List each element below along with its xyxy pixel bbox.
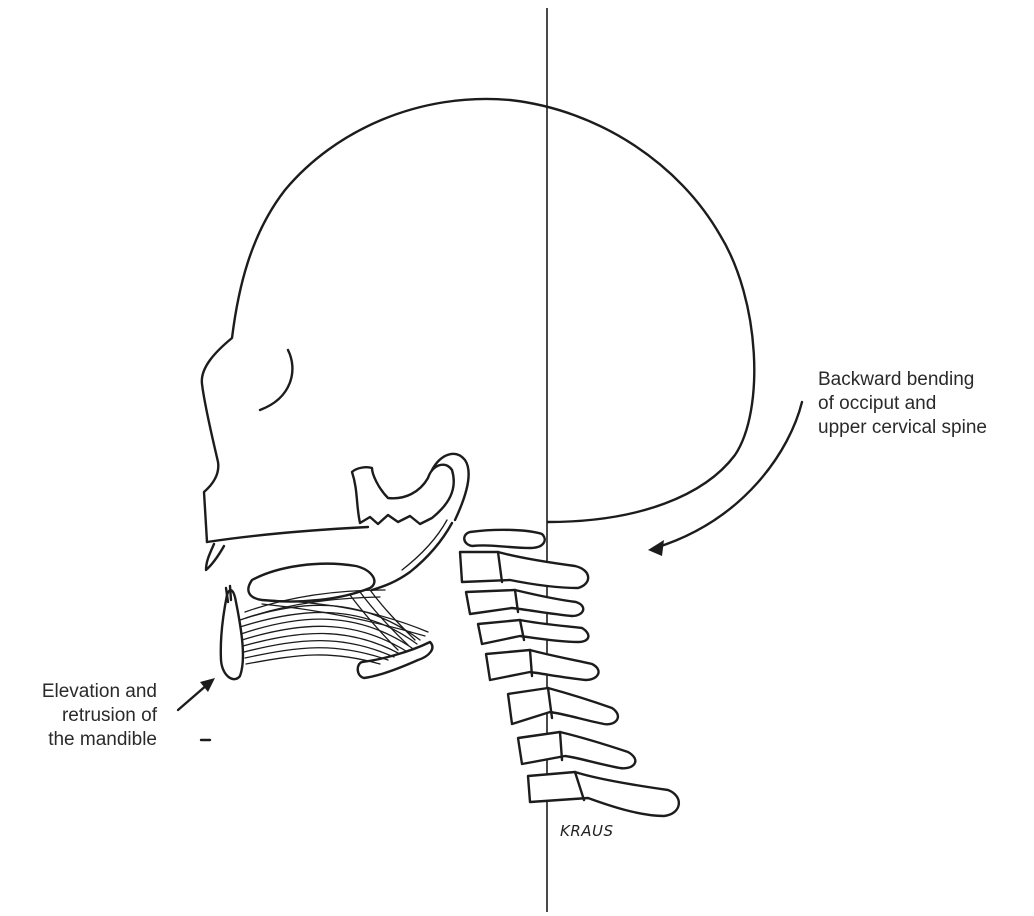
- mandible-symphysis: [221, 590, 243, 679]
- mandible-arrow: [178, 684, 208, 710]
- styloid-process: [372, 523, 452, 590]
- backward-bending-arrowhead: [648, 540, 664, 556]
- artist-signature: KRAUS: [560, 822, 614, 840]
- backward-bending-line-3: upper cervical spine: [818, 416, 987, 440]
- upper-tooth: [206, 544, 224, 570]
- vertebra-c4: [478, 620, 588, 644]
- facial-outline: [207, 527, 368, 542]
- mastoid-process: [432, 454, 469, 520]
- vertebra-c3: [466, 590, 583, 616]
- zygomatic-arch: [352, 465, 454, 524]
- backward-bending-arrow: [655, 402, 802, 548]
- cervical-spine: [460, 530, 679, 816]
- mandible-elevation-label: Elevation and retrusion of the mandible: [10, 680, 157, 752]
- vertebra-c2: [460, 552, 588, 588]
- cranium-outline: [202, 99, 754, 542]
- backward-bending-label: Backward bending of occiput and upper ce…: [818, 368, 987, 440]
- vertebra-c5: [486, 650, 599, 680]
- vertebra-c7: [518, 732, 635, 768]
- vertebra-c1: [464, 530, 544, 548]
- vertebra-t1: [528, 772, 679, 816]
- stylohyoid-ligament: [402, 520, 447, 570]
- mandible-elevation-line-3: the mandible: [10, 728, 157, 752]
- backward-bending-line-1: Backward bending: [818, 368, 987, 392]
- mandible-elevation-line-1: Elevation and: [10, 680, 157, 704]
- orbit-outline: [260, 350, 292, 410]
- mandible-elevation-line-2: retrusion of: [10, 704, 157, 728]
- vertebra-c6: [508, 688, 618, 724]
- backward-bending-line-2: of occiput and: [818, 392, 987, 416]
